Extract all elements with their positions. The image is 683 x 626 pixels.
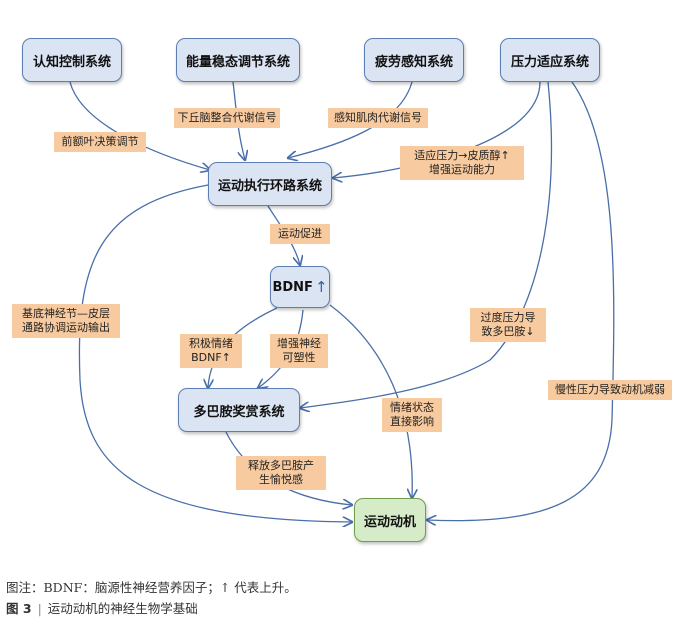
figure-title: 运动动机的神经生物学基础: [47, 601, 198, 616]
bdnf-label: BDNF: [272, 279, 313, 295]
figure-note: 图注：BDNF：脑源性神经营养因子；↑ 代表上升。: [6, 580, 297, 595]
label-excess-stress: 过度压力导 致多巴胺↓: [470, 308, 546, 342]
label-muscle-signal: 感知肌肉代谢信号: [328, 108, 428, 128]
node-cognitive-control[interactable]: 认知控制系统: [22, 38, 122, 82]
node-fatigue-perception[interactable]: 疲劳感知系统: [364, 38, 464, 82]
label-positive-emotion: 积极情绪 BDNF↑: [180, 334, 242, 368]
label-hypothalamus: 下丘脑整合代谢信号: [174, 108, 280, 128]
edge-stress-to-dopamine: [300, 81, 552, 408]
node-motor-execution[interactable]: 运动执行环路系统: [208, 162, 332, 206]
figure-number: 图 3: [6, 601, 32, 616]
node-energy-homeostasis[interactable]: 能量稳态调节系统: [176, 38, 300, 82]
caption-separator: |: [37, 601, 42, 616]
label-emotion-direct: 情绪状态 直接影响: [382, 398, 442, 432]
label-prefrontal: 前额叶决策调节: [54, 132, 146, 152]
bdnf-up-arrow: ↑: [314, 278, 328, 296]
node-motivation[interactable]: 运动动机: [354, 498, 426, 542]
label-dopamine-release: 释放多巴胺产 生愉悦感: [236, 456, 326, 490]
edge-fatigue-to-motor: [288, 81, 413, 158]
node-bdnf[interactable]: BDNF↑: [270, 266, 330, 308]
label-neural-plasticity: 增强神经 可塑性: [270, 334, 328, 368]
node-stress-adaptation[interactable]: 压力适应系统: [500, 38, 600, 82]
edge-bdnf-to-motivation: [329, 304, 412, 498]
edge-stress-to-motivation: [427, 81, 615, 521]
node-dopamine-reward[interactable]: 多巴胺奖赏系统: [178, 388, 300, 432]
label-basal-ganglia: 基底神经节—皮层 通路协调运动输出: [12, 304, 120, 338]
edge-motor-to-motivation: [78, 184, 352, 522]
figure-caption: 图 3 | 运动动机的神经生物学基础: [6, 598, 198, 617]
label-chronic-stress: 慢性压力导致动机减弱: [548, 380, 672, 400]
label-stress-cortisol: 适应压力→皮质醇↑ 增强运动能力: [400, 146, 524, 180]
label-exercise-promote: 运动促进: [270, 224, 330, 244]
